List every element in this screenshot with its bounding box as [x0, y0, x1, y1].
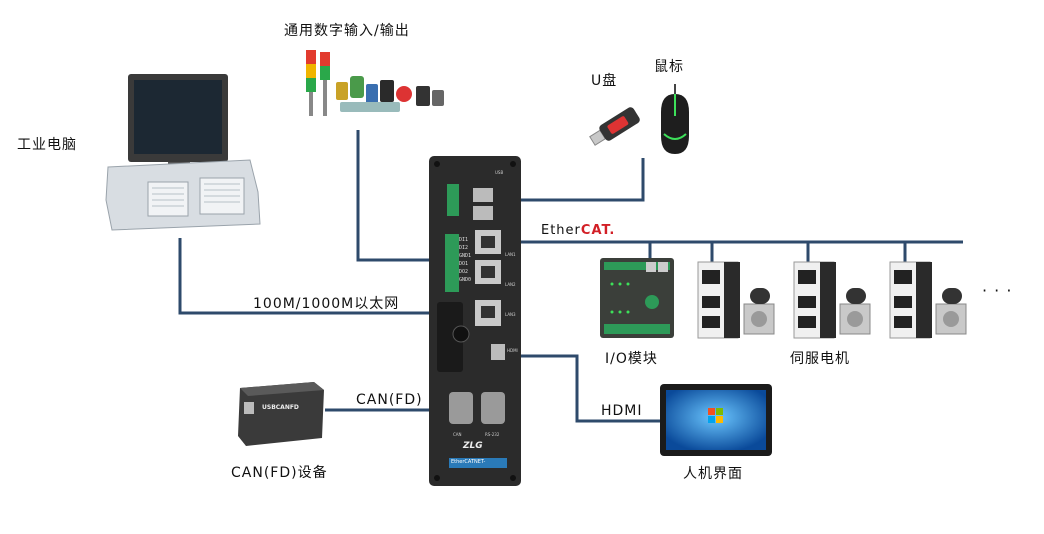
label-hmi: 人机界面: [683, 466, 743, 482]
usb-disk-icon: [589, 107, 640, 146]
lan-label: LAN2: [505, 282, 516, 287]
label-mouse: 鼠标: [654, 59, 684, 75]
wire-usb: [490, 158, 645, 202]
label-can-fd: CAN(FD): [356, 392, 423, 408]
label-hdmi: HDMI: [601, 403, 643, 419]
ethercat-logo-prefix: Ether: [541, 223, 581, 238]
io-module-icon: [600, 258, 674, 338]
wire-general-io: [356, 130, 453, 262]
hmi-icon: [660, 384, 772, 456]
label-ethernet: 100M/1000M以太网: [253, 296, 400, 312]
servo-motor-icon: [889, 261, 967, 339]
controller-lan-labels: LAN1 LAN2 LAN3: [505, 240, 516, 330]
controller-port-labels: DI1 DI2 GND1 DO1 DO2 GND0: [459, 236, 471, 284]
controller-rs232-label: RS-232: [485, 432, 500, 437]
industrial-pc-icon: [105, 74, 261, 231]
port-label: GND0: [459, 277, 472, 283]
controller-usb-label: USB: [495, 170, 504, 175]
ethercat-logo: EtherCAT.: [541, 223, 615, 238]
controller-body-icon: [429, 156, 521, 486]
mouse-icon: [661, 84, 689, 154]
port-label: GND1: [459, 253, 472, 259]
wire-ethernet: [178, 238, 487, 315]
lan-label: LAN3: [505, 312, 516, 317]
port-label: DO1: [459, 261, 469, 267]
label-usb-disk: U盘: [591, 73, 618, 89]
port-label: DI1: [459, 237, 469, 243]
ethercat-logo-suffix: CAT.: [580, 223, 616, 238]
servo-motor-icon: [697, 261, 775, 339]
label-servo-motor: 伺服电机: [790, 351, 850, 367]
controller-logo: ZLG: [463, 441, 483, 451]
wire-hdmi: [510, 354, 665, 423]
controller: DI1 DI2 GND1 DO1 DO2 GND0 LAN1 LAN2 LAN3…: [429, 156, 521, 486]
label-ellipsis: · · ·: [982, 281, 1013, 300]
port-label: DI2: [459, 245, 469, 251]
controller-hdmi-label: HDMI: [507, 348, 518, 353]
controller-can-label: CAN: [453, 432, 462, 437]
controller-nameplate: EtherCATNET-: [451, 459, 486, 465]
servo-motor-icon: [793, 261, 871, 339]
label-industrial-pc: 工业电脑: [17, 137, 77, 153]
label-general-io: 通用数字输入/输出: [284, 23, 410, 39]
can-fd-device: USBCANFD: [236, 380, 326, 448]
can-fd-brand: USBCANFD: [262, 404, 299, 411]
lan-label: LAN1: [505, 252, 516, 257]
label-io-module: I/O模块: [605, 351, 658, 367]
general-io-devices-icon: [306, 50, 444, 116]
can-fd-box-icon: [238, 382, 324, 446]
label-can-fd-device: CAN(FD)设备: [231, 465, 328, 481]
port-label: DO2: [459, 269, 469, 275]
